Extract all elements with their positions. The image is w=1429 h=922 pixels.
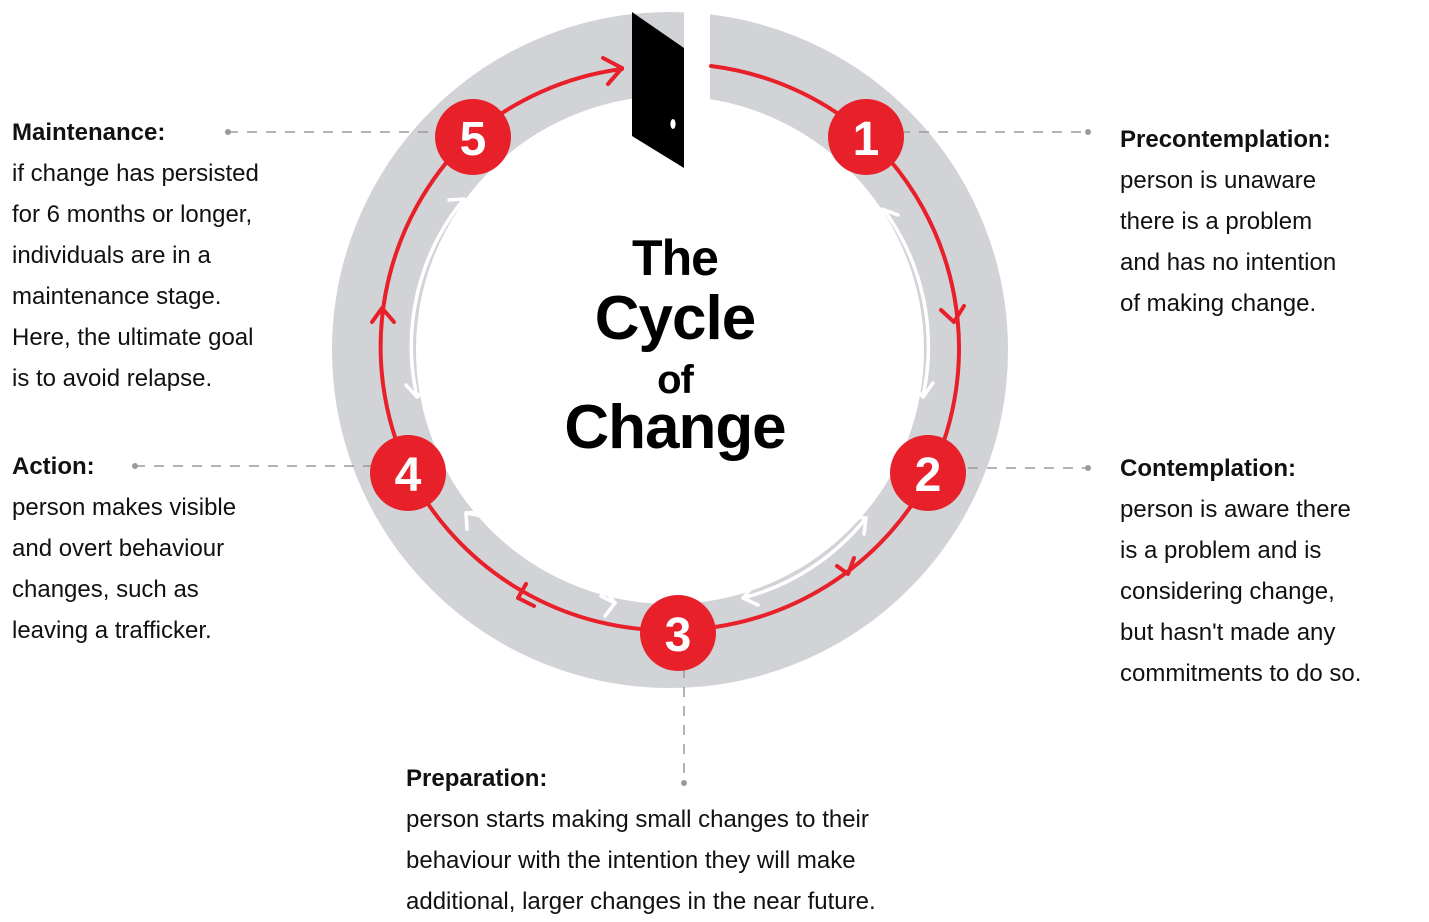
red-cycle-arrow-icon	[370, 56, 966, 608]
stage-preparation-description: person starts making small changes to th…	[406, 806, 876, 915]
stage-action-description: person makes visible and overt behaviour…	[12, 494, 237, 644]
stage-precontemplation-title: Precontemplation:	[1120, 126, 1331, 153]
stage-precontemplation-description: person is unaware there is a problem and…	[1120, 167, 1337, 317]
center-title-line-4: Change	[564, 393, 786, 462]
stage-preparation-block: Preparation: person starts making small …	[406, 758, 1006, 922]
stage-number-3: 3	[665, 609, 692, 662]
stage-maintenance-block: Maintenance: if change has persisted for…	[12, 112, 332, 399]
stage-number-1: 1	[853, 113, 880, 166]
stage-badge-4: 4	[370, 435, 446, 511]
stage-contemplation-title: Contemplation:	[1120, 455, 1296, 482]
stage-maintenance-title: Maintenance:	[12, 119, 166, 146]
stage-badge-1: 1	[828, 99, 904, 175]
stage-action-block: Action: person makes visible and overt b…	[12, 446, 312, 651]
stage-badge-2: 2	[890, 435, 966, 511]
leader-dots	[132, 129, 1091, 786]
ring-gap	[684, 0, 710, 150]
door-icon	[632, 12, 684, 168]
stage-action-title: Action:	[12, 453, 95, 480]
stage-contemplation-description: person is aware there is a problem and i…	[1120, 496, 1362, 687]
center-title-line-3: of	[657, 358, 694, 402]
stage-number-2: 2	[915, 449, 942, 502]
stage-badge-5: 5	[435, 99, 511, 175]
white-double-arrow-icon	[404, 197, 935, 618]
stage-precontemplation-block: Precontemplation: person is unaware ther…	[1120, 119, 1420, 324]
stage-number-4: 4	[395, 449, 422, 502]
stage-badge-3: 3	[640, 595, 716, 671]
center-title-line-2: Cycle	[594, 284, 756, 353]
stage-maintenance-description: if change has persisted for 6 months or …	[12, 160, 259, 392]
stage-number-5: 5	[460, 113, 487, 166]
stage-contemplation-block: Contemplation: person is aware there is …	[1120, 448, 1425, 694]
stage-preparation-title: Preparation:	[406, 765, 548, 792]
center-title-line-1: The	[632, 230, 719, 286]
leader-lines	[135, 131, 1087, 782]
